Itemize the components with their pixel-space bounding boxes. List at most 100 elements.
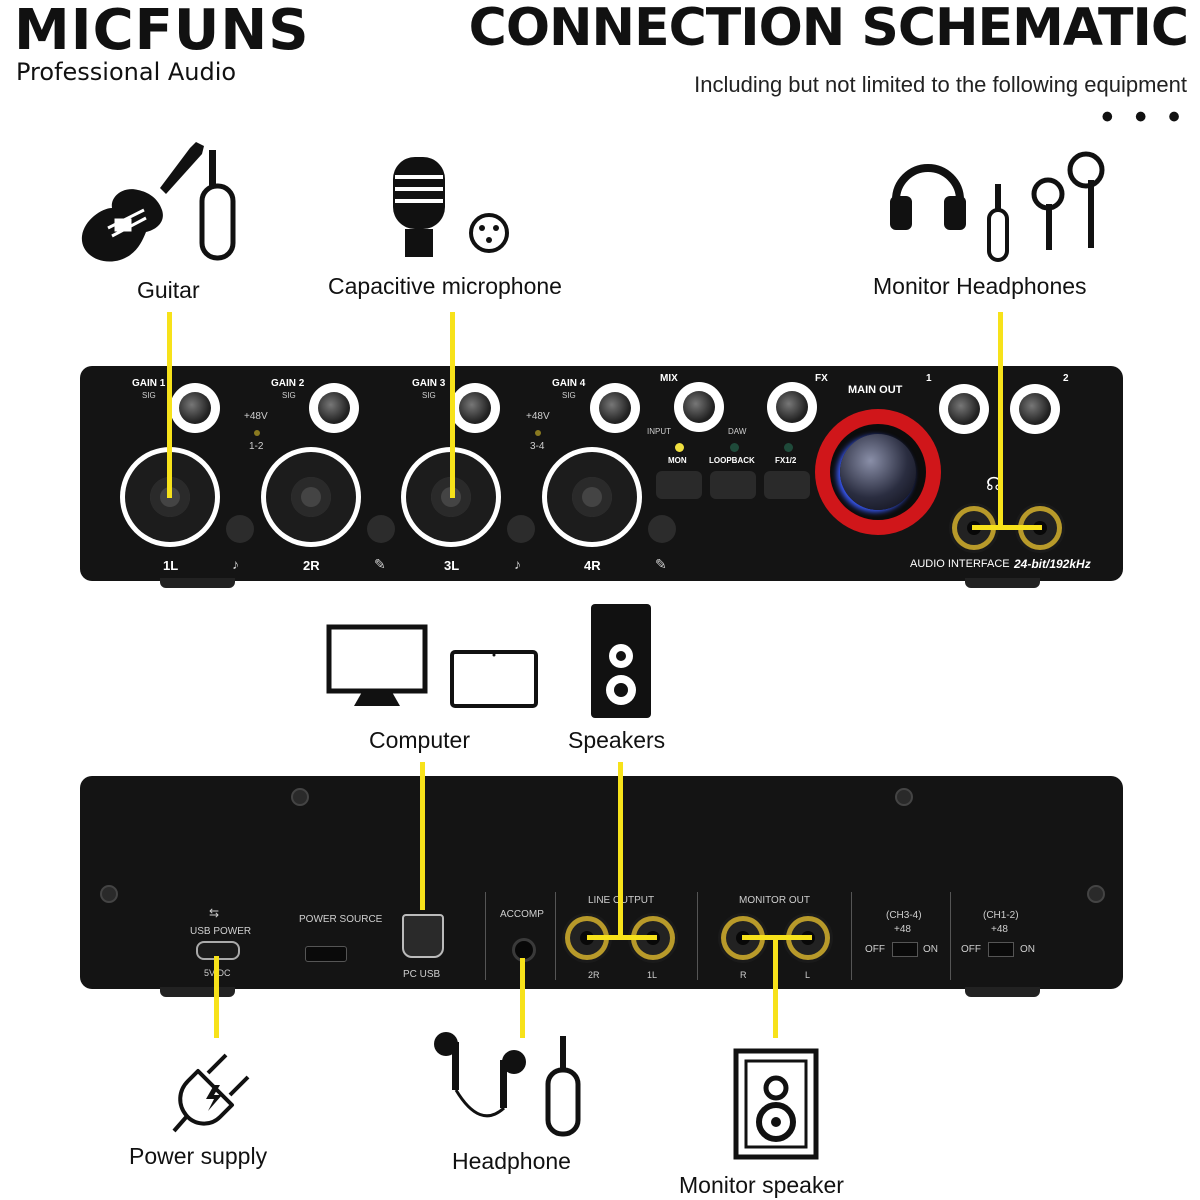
speakers-connector-line-h — [587, 935, 657, 940]
guitar-icon — [81, 142, 236, 262]
sig-label: SIG — [142, 391, 156, 400]
gain-4-label: GAIN 4 — [552, 378, 586, 389]
headphone-1-knob[interactable] — [939, 384, 989, 434]
ch34-phantom-switch[interactable] — [892, 942, 918, 957]
ch12-on-label: ON — [1020, 944, 1035, 955]
input-2-combo-jack[interactable] — [261, 447, 361, 547]
device-label-speakers: Speakers — [568, 727, 666, 753]
power-source-switch[interactable] — [305, 946, 347, 962]
speakers-connector-line — [618, 762, 623, 938]
phantom-label-3-4: +48V — [526, 411, 550, 422]
ch12-off-label: OFF — [961, 944, 981, 955]
gain-1-knob[interactable] — [170, 383, 220, 433]
device-label-guitar: Guitar — [137, 277, 200, 303]
inst-switch-4[interactable] — [648, 515, 676, 543]
headphone-connector-line — [520, 958, 525, 1038]
mon-button[interactable] — [656, 471, 702, 499]
device-label-monitor-speaker: Monitor speaker — [679, 1172, 844, 1198]
headphone-2-number: 2 — [1063, 373, 1069, 384]
ch34-on-label: ON — [923, 944, 938, 955]
ch12-label: (CH1-2) — [983, 910, 1019, 921]
fx-label: FX — [815, 373, 828, 384]
speaker-icon — [591, 604, 651, 718]
headphone-1-number: 1 — [926, 373, 932, 384]
channel-label-4: 4R — [584, 558, 601, 573]
gain-2-knob[interactable] — [309, 383, 359, 433]
sig-label: SIG — [282, 391, 296, 400]
divider — [555, 892, 556, 980]
fx12-button[interactable] — [764, 471, 810, 499]
foot — [160, 987, 235, 997]
gain-3-label: GAIN 3 — [412, 378, 446, 389]
accomp-label: ACCOMP — [500, 909, 544, 920]
channel-label-2: 2R — [303, 558, 320, 573]
divider — [950, 892, 951, 980]
input-label: INPUT — [647, 427, 671, 436]
phantom-group-3-4: 3-4 — [530, 441, 545, 452]
input-4-combo-jack[interactable] — [542, 447, 642, 547]
inst-switch-3[interactable] — [507, 515, 535, 543]
phantom-group-1-2: 1-2 — [249, 441, 264, 452]
page-subtitle: Including but not limited to the followi… — [694, 72, 1187, 97]
foot — [965, 578, 1040, 588]
device-label-headphone: Headphone — [452, 1148, 571, 1174]
power-plug-icon — [172, 1053, 250, 1133]
headphones-connector-line-h — [972, 525, 1042, 530]
foot — [965, 987, 1040, 997]
screw — [291, 788, 309, 806]
inst-switch-2[interactable] — [367, 515, 395, 543]
inst-switch-1[interactable] — [226, 515, 254, 543]
device-label-computer: Computer — [369, 727, 470, 753]
ch12-phantom-label: +48 — [991, 924, 1008, 935]
microphone-icon — [393, 157, 509, 257]
mic-small-icon: ✎ — [374, 556, 386, 572]
monitor-jack-label-l: L — [805, 970, 811, 980]
guitar-small-icon: ♪ — [232, 556, 239, 572]
loopback-button[interactable] — [710, 471, 756, 499]
gain-3-knob[interactable] — [450, 383, 500, 433]
mix-label: MIX — [660, 373, 678, 384]
phantom-led — [535, 430, 541, 436]
device-label-monitor-headphones: Monitor Headphones — [873, 273, 1087, 299]
pc-usb-label: PC USB — [403, 969, 441, 980]
ch34-label: (CH3-4) — [886, 910, 922, 921]
gain-4-knob[interactable] — [590, 383, 640, 433]
ch12-phantom-switch[interactable] — [988, 942, 1014, 957]
monitor-out-label: MONITOR OUT — [739, 895, 810, 906]
power-connector-line — [214, 956, 219, 1038]
device-label-power-supply: Power supply — [129, 1143, 268, 1169]
usb-symbol-icon: ⇆ — [209, 906, 220, 920]
usb-b-port[interactable] — [402, 914, 444, 958]
screw — [100, 885, 118, 903]
channel-label-3: 3L — [444, 558, 460, 573]
ellipsis: • • • — [1101, 98, 1186, 136]
screw — [895, 788, 913, 806]
computer-icon — [326, 624, 538, 708]
earphones-icon — [434, 1032, 581, 1137]
mon-label: MON — [668, 456, 687, 465]
gain-1-label: GAIN 1 — [132, 378, 166, 389]
headphones-connector-line — [998, 312, 1003, 528]
page-title: CONNECTION SCHEMATIC — [468, 0, 1189, 58]
divider — [851, 892, 852, 980]
guitar-small-icon: ♪ — [514, 556, 521, 572]
mon-led — [675, 443, 684, 452]
mix-knob[interactable] — [674, 382, 724, 432]
headphones-icon — [890, 151, 1105, 262]
monitor-speaker-icon — [733, 1048, 819, 1160]
device-label-microphone: Capacitive microphone — [328, 273, 562, 299]
fx12-label: FX1/2 — [775, 456, 797, 465]
divider — [485, 892, 486, 980]
model-label: AUDIO INTERFACE — [910, 558, 1010, 570]
fx-led — [784, 443, 793, 452]
fx-knob[interactable] — [767, 382, 817, 432]
rear-panel — [80, 776, 1123, 989]
divider — [697, 892, 698, 980]
daw-label: DAW — [728, 427, 747, 436]
computer-connector-line — [420, 762, 425, 910]
foot — [160, 578, 235, 588]
brand-tagline: Professional Audio — [16, 58, 237, 86]
main-out-knob[interactable] — [840, 434, 916, 510]
headphone-2-knob[interactable] — [1010, 384, 1060, 434]
ch34-off-label: OFF — [865, 944, 885, 955]
